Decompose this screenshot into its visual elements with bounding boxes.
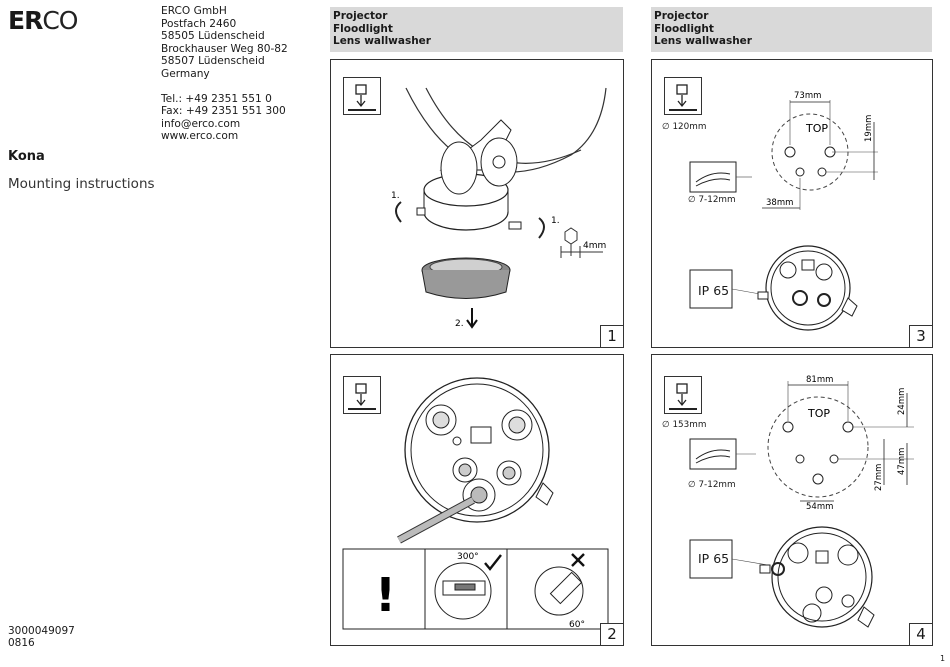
cable-diameter: ∅ 7-12mm bbox=[688, 195, 736, 205]
top-marker: TOP bbox=[807, 407, 830, 420]
warning-mark: ! bbox=[375, 568, 396, 622]
logo-bold-text: ER bbox=[8, 6, 43, 35]
hex-key-size: 4mm bbox=[583, 241, 606, 251]
erco-logo: ERCO bbox=[8, 6, 78, 35]
wall-mount-icon bbox=[343, 77, 381, 115]
cable-diameter: ∅ 7-12mm bbox=[688, 480, 736, 490]
bad-angle-label: 60° bbox=[569, 620, 585, 630]
ip-rating: IP 65 bbox=[698, 283, 730, 298]
step-panel-4: 81mm 24mm 47mm 27mm 54mm TOP ∅ 153mm ∅ 7… bbox=[651, 354, 933, 646]
left-column-header: Projector Floodlight Lens wallwasher bbox=[330, 7, 623, 52]
step-number-1: 1 bbox=[600, 325, 623, 347]
dim-width: 81mm bbox=[806, 375, 833, 385]
dim-offset: 54mm bbox=[806, 502, 833, 512]
dim-height-upper: 24mm bbox=[897, 388, 907, 415]
step-panel-1: 1. 1. 2. 4mm 1 bbox=[330, 59, 624, 348]
dim-height-total: 47mm bbox=[897, 448, 907, 475]
wall-mount-icon bbox=[343, 376, 381, 414]
document-subtitle: Mounting instructions bbox=[8, 176, 155, 192]
drilling-template-large: 81mm 24mm 47mm 27mm 54mm TOP bbox=[689, 375, 914, 628]
dim-offset: 38mm bbox=[766, 198, 793, 208]
wall-mount-icon bbox=[664, 376, 702, 414]
step-panel-2: ! 300° 60° 2 bbox=[330, 354, 624, 646]
company-address: ERCO GmbH Postfach 2460 58505 Lüdenschei… bbox=[161, 5, 288, 142]
step-1b-label: 1. bbox=[551, 216, 560, 226]
ip-rating: IP 65 bbox=[698, 551, 730, 566]
step-2-label: 2. bbox=[455, 319, 464, 329]
ok-angle-label: 300° bbox=[457, 552, 479, 562]
drilling-template-small: 73mm 19mm 38mm TOP bbox=[689, 91, 878, 331]
dim-height-lower: 27mm bbox=[874, 464, 884, 491]
correct-check-icon bbox=[484, 554, 502, 571]
right-column-header: Projector Floodlight Lens wallwasher bbox=[651, 7, 932, 52]
step-number-3: 3 bbox=[909, 325, 932, 347]
mount-diameter: ∅ 153mm bbox=[662, 420, 707, 430]
step-number-2: 2 bbox=[600, 623, 623, 645]
product-title: Kona bbox=[8, 149, 45, 164]
wall-mount-icon bbox=[664, 77, 702, 115]
step-panel-3: 73mm 19mm 38mm TOP ∅ 120mm ∅ 7-12mm IP 6… bbox=[651, 59, 933, 348]
mount-diameter: ∅ 120mm bbox=[662, 122, 707, 132]
dim-height: 19mm bbox=[864, 115, 874, 142]
dim-width: 73mm bbox=[794, 91, 821, 101]
page-number: 1 bbox=[940, 654, 946, 663]
mounting-plate-drawing: ! 300° 60° bbox=[342, 377, 609, 630]
step-1a-label: 1. bbox=[391, 191, 400, 201]
top-marker: TOP bbox=[805, 122, 828, 135]
logo-light-text: CO bbox=[42, 6, 78, 35]
document-number: 3000049097 0816 bbox=[8, 625, 75, 649]
step-number-4: 4 bbox=[909, 623, 932, 645]
projector-removal-drawing: 1. 1. 2. 4mm bbox=[391, 87, 607, 329]
